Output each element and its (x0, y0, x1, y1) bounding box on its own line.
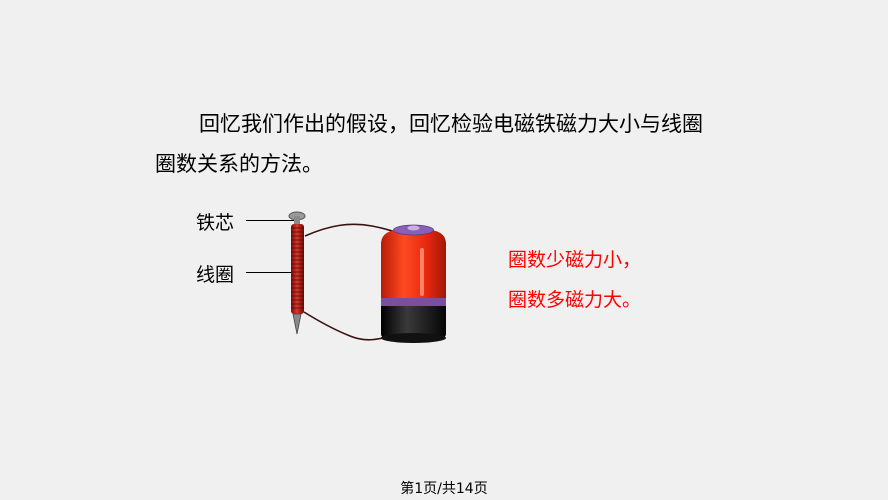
iron-core-label: 铁芯 (196, 212, 235, 234)
iron-core-leader-line (246, 220, 294, 221)
battery (381, 224, 446, 343)
question-text: 回忆我们作出的假设，回忆检验电磁铁磁力大小与线圈 圈数关系的方法。 (155, 104, 755, 184)
answer-text: 圈数少磁力小， 圈数多磁力大。 (508, 240, 641, 320)
coil (291, 224, 304, 314)
page-number: 第1页/共14页 (400, 481, 488, 497)
question-line-1: 回忆我们作出的假设，回忆检验电磁铁磁力大小与线圈 (199, 112, 703, 136)
answer-line-1: 圈数少磁力小， (508, 249, 642, 271)
answer-line-2: 圈数多磁力大。 (508, 289, 642, 311)
coil-leader-line (246, 272, 294, 273)
question-line-2: 圈数关系的方法。 (155, 152, 323, 176)
bottom-wire (303, 311, 393, 341)
nail-tip (292, 313, 302, 335)
coil-label: 线圈 (196, 264, 235, 286)
nail-head (288, 211, 306, 224)
